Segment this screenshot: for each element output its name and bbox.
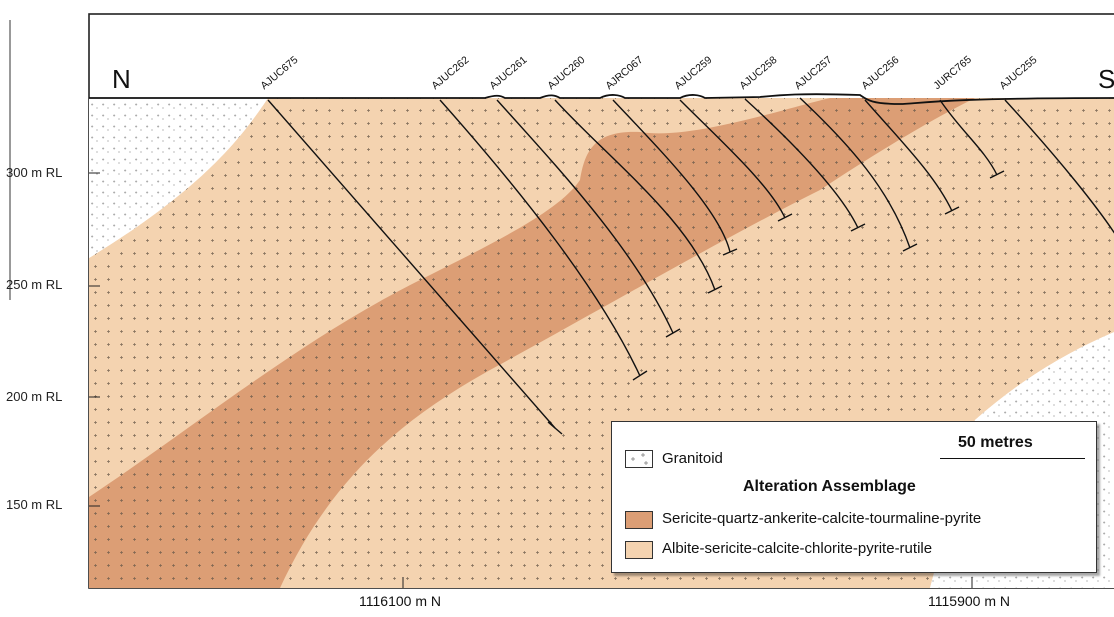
drill-end-ajuc257: [902, 243, 918, 252]
drill-trace-ajuc258: [744, 98, 859, 229]
rl-label-300: 300 m RL: [6, 165, 63, 180]
sericite-label: Sericite-quartz-ankerite-calcite-tourmal…: [662, 510, 982, 527]
northing-label-1116100: 1116100 m N: [359, 593, 441, 609]
scale-bar: [940, 458, 1085, 459]
drill-trace-ajuc675: [267, 99, 556, 429]
drill-trace-ajuc262: [439, 99, 641, 377]
drill-end-ajuc259: [777, 213, 793, 222]
albite-swatch: [625, 541, 653, 559]
sericite-swatch: [625, 511, 653, 529]
drill-trace-ajuc256: [864, 99, 953, 212]
scale-label: 50 metres: [958, 434, 1033, 451]
south-label: S: [1098, 64, 1114, 94]
albite-label: Albite-sericite-calcite-chlorite-pyrite-…: [662, 540, 933, 557]
drill-end-ajrc067: [722, 248, 738, 256]
drill-trace-ajuc261: [496, 99, 674, 334]
drill-end-ajuc675: [547, 421, 563, 435]
drill-trace-ajuc255: [1004, 99, 1114, 234]
drill-trace-ajuc259: [679, 99, 786, 219]
drill-end-ajuc260: [707, 285, 723, 294]
drill-trace-ajuc257: [799, 97, 911, 249]
rl-label-250: 250 m RL: [6, 277, 63, 292]
rl-label-200: 200 m RL: [6, 389, 63, 404]
drill-end-ajuc262: [632, 370, 648, 381]
drill-end-ajuc258: [850, 223, 866, 232]
drill-traces: [267, 97, 1114, 435]
legend-heading: Alteration Assemblage: [743, 478, 916, 495]
drill-trace-ajrc067: [612, 99, 731, 253]
northing-label-1115900: 1115900 m N: [928, 593, 1010, 609]
rl-label-150: 150 m RL: [6, 497, 63, 512]
ground-surface: [89, 93, 1114, 105]
granitoid-swatch: [625, 450, 653, 468]
drill-end-jurc765: [989, 170, 1005, 179]
drill-trace-ajuc260: [554, 99, 716, 291]
drill-trace-jurc765: [939, 99, 998, 176]
legend: Granitoid 50 metres Alteration Assemblag…: [611, 421, 1097, 573]
north-label: N: [112, 64, 131, 94]
granitoid-label: Granitoid: [662, 450, 723, 467]
drill-end-ajuc256: [944, 206, 960, 215]
drill-end-ajuc261: [665, 328, 681, 338]
